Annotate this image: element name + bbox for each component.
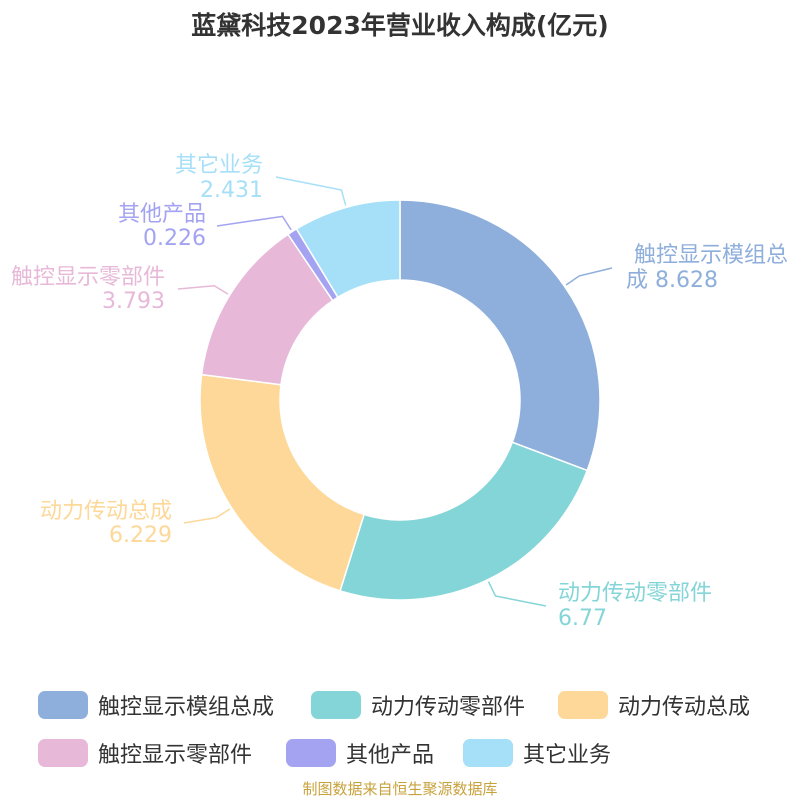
- slice-label-name-3: 触控显示零部件: [11, 265, 165, 290]
- legend-label: 其它业务: [523, 743, 612, 768]
- slice-label-name-0: 触控显示模组总: [634, 243, 788, 268]
- legend-label: 触控显示零部件: [98, 743, 253, 768]
- legend-label: 其他产品: [346, 743, 435, 768]
- legend-swatch: [38, 739, 88, 767]
- leader-line-3: [177, 284, 229, 295]
- leader-line-4: [216, 215, 292, 231]
- slice-label-name-1: 动力传动零部件: [558, 581, 712, 606]
- slice-label-name-4: 其他产品: [118, 202, 206, 227]
- legend-item-5[interactable]: 其它业务: [463, 736, 611, 770]
- slice-label-value-0: 成 8.628: [626, 268, 718, 293]
- slice-label-value-3: 3.793: [102, 289, 165, 314]
- pie-slice-1[interactable]: [339, 441, 589, 601]
- legend-swatch: [463, 739, 513, 767]
- slice-label-value-1: 6.77: [558, 606, 607, 631]
- legend-swatch: [558, 691, 608, 719]
- leader-line-2: [183, 508, 231, 524]
- leader-line-1: [487, 581, 547, 607]
- legend-label: 动力传动总成: [618, 695, 751, 720]
- legend-item-2[interactable]: 动力传动总成: [558, 688, 750, 722]
- legend-swatch: [311, 691, 361, 719]
- pie-slice-2[interactable]: [199, 373, 365, 592]
- leader-line-5: [275, 176, 347, 206]
- slice-label-value-2: 6.229: [109, 523, 172, 548]
- legend-label: 触控显示模组总成: [98, 695, 275, 720]
- chart-title: 蓝黛科技2023年营业收入构成(亿元): [191, 11, 609, 40]
- legend-label: 动力传动零部件: [371, 695, 526, 720]
- slice-label-name-5: 其它业务: [175, 153, 263, 178]
- legend-item-3[interactable]: 触控显示零部件: [38, 736, 252, 770]
- leader-line-0: [565, 267, 613, 286]
- slice-label-name-2: 动力传动总成: [40, 499, 172, 524]
- legend-swatch: [286, 739, 336, 767]
- slice-label-value-4: 0.226: [143, 226, 206, 251]
- legend-item-1[interactable]: 动力传动零部件: [311, 688, 525, 722]
- legend-swatch: [38, 691, 88, 719]
- legend-item-4[interactable]: 其他产品: [286, 736, 434, 770]
- pie-slice-5[interactable]: [295, 199, 401, 299]
- slice-label-value-5: 2.431: [200, 178, 263, 203]
- legend-item-0[interactable]: 触控显示模组总成: [38, 688, 274, 722]
- pie-slice-0[interactable]: [399, 199, 601, 472]
- source-note: 制图数据来自恒生聚源数据库: [302, 780, 498, 798]
